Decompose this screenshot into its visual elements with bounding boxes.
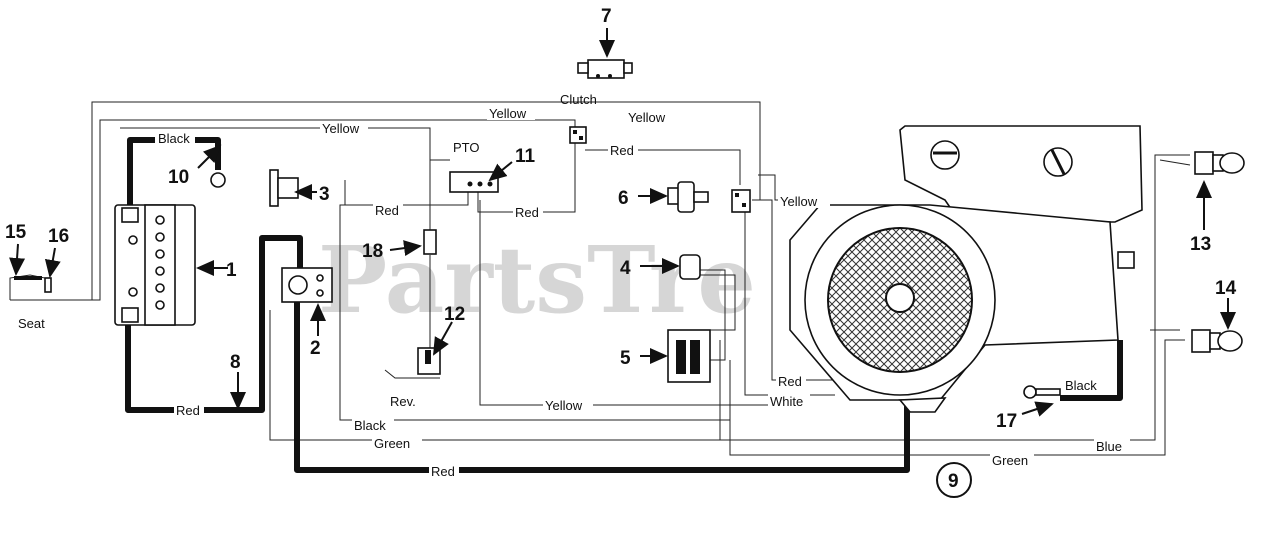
watermark: PartsTre bbox=[318, 226, 756, 334]
callout-13: 13 bbox=[1190, 234, 1211, 255]
callout-14: 14 bbox=[1215, 278, 1237, 299]
regulator bbox=[667, 329, 711, 383]
wire-label-black-bottom: Black bbox=[354, 418, 386, 433]
callout-12: 12 bbox=[444, 304, 465, 325]
callout-10: 10 bbox=[168, 167, 189, 188]
callout-16: 16 bbox=[48, 226, 69, 247]
callout-1: 1 bbox=[226, 260, 237, 281]
callout-3: 3 bbox=[319, 184, 330, 205]
harness-connector bbox=[731, 189, 751, 213]
ground-terminal bbox=[210, 172, 226, 188]
wire-label-yellow-engine: Yellow bbox=[780, 194, 818, 209]
headlight-upper bbox=[1194, 151, 1245, 175]
callout-15: 15 bbox=[5, 222, 27, 243]
battery bbox=[114, 204, 196, 326]
seat-switch bbox=[9, 274, 80, 301]
label-rev: Rev. bbox=[390, 394, 416, 409]
callout-4: 4 bbox=[620, 258, 631, 279]
callout-11: 11 bbox=[515, 146, 536, 167]
wire-label-green-bottom: Green bbox=[374, 436, 410, 451]
fuse-module bbox=[423, 229, 437, 255]
wire-label-black-ground: Black bbox=[1065, 378, 1097, 393]
wire-label-red-battery: Red bbox=[176, 403, 200, 418]
component-labels: Seat Clutch PTO Rev. bbox=[18, 92, 597, 409]
clutch-connector bbox=[569, 126, 587, 144]
wire-label-red-pto: Red bbox=[375, 203, 399, 218]
callout-8: 8 bbox=[230, 352, 241, 373]
callout-17: 17 bbox=[996, 411, 1017, 432]
reverse-switch bbox=[384, 347, 441, 379]
wire-label-yellow-bottom: Yellow bbox=[545, 398, 583, 413]
callout-9-circle bbox=[936, 462, 972, 498]
label-clutch: Clutch bbox=[560, 92, 597, 107]
clutch-switch bbox=[577, 59, 633, 79]
starter-solenoid bbox=[281, 267, 333, 303]
pto-switch bbox=[449, 171, 499, 193]
wire-labels: Black Yellow Yellow Yellow Red Red Red Y… bbox=[155, 106, 1130, 479]
headlight-lower bbox=[1191, 329, 1243, 353]
callout-6: 6 bbox=[618, 188, 629, 209]
wire-label-blue-right: Blue bbox=[1096, 439, 1122, 454]
callout-2: 2 bbox=[310, 338, 321, 359]
wire-label-black-battery: Black bbox=[158, 131, 190, 146]
ignition-switch bbox=[269, 169, 299, 207]
callout-5: 5 bbox=[620, 348, 631, 369]
wire-label-yellow-upper: Yellow bbox=[322, 121, 360, 136]
callout-7: 7 bbox=[601, 6, 612, 27]
wire-label-red-engine: Red bbox=[778, 374, 802, 389]
wire-label-white-engine: White bbox=[770, 394, 803, 409]
label-pto: PTO bbox=[453, 140, 480, 155]
wire-label-red-mid: Red bbox=[515, 205, 539, 220]
thin-wires bbox=[78, 101, 1191, 456]
engine bbox=[789, 125, 1143, 413]
wire-label-red-bottom: Red bbox=[431, 464, 455, 479]
callout-18: 18 bbox=[362, 241, 383, 262]
wire-label-yellow-clutch-right: Yellow bbox=[628, 110, 666, 125]
light-switch bbox=[679, 254, 701, 280]
wire-label-green-right: Green bbox=[992, 453, 1028, 468]
callout-numbers: 1 2 3 4 5 6 7 8 9 10 11 12 13 14 15 16 1… bbox=[5, 6, 1237, 492]
wire-label-yellow-top: Yellow bbox=[489, 106, 527, 121]
callout-9: 9 bbox=[948, 471, 959, 492]
engine-ground-terminal bbox=[1023, 385, 1061, 399]
callout-arrows bbox=[9, 28, 1236, 417]
wire-label-red-clutch: Red bbox=[610, 143, 634, 158]
label-seat: Seat bbox=[18, 316, 45, 331]
oil-switch bbox=[667, 181, 709, 213]
